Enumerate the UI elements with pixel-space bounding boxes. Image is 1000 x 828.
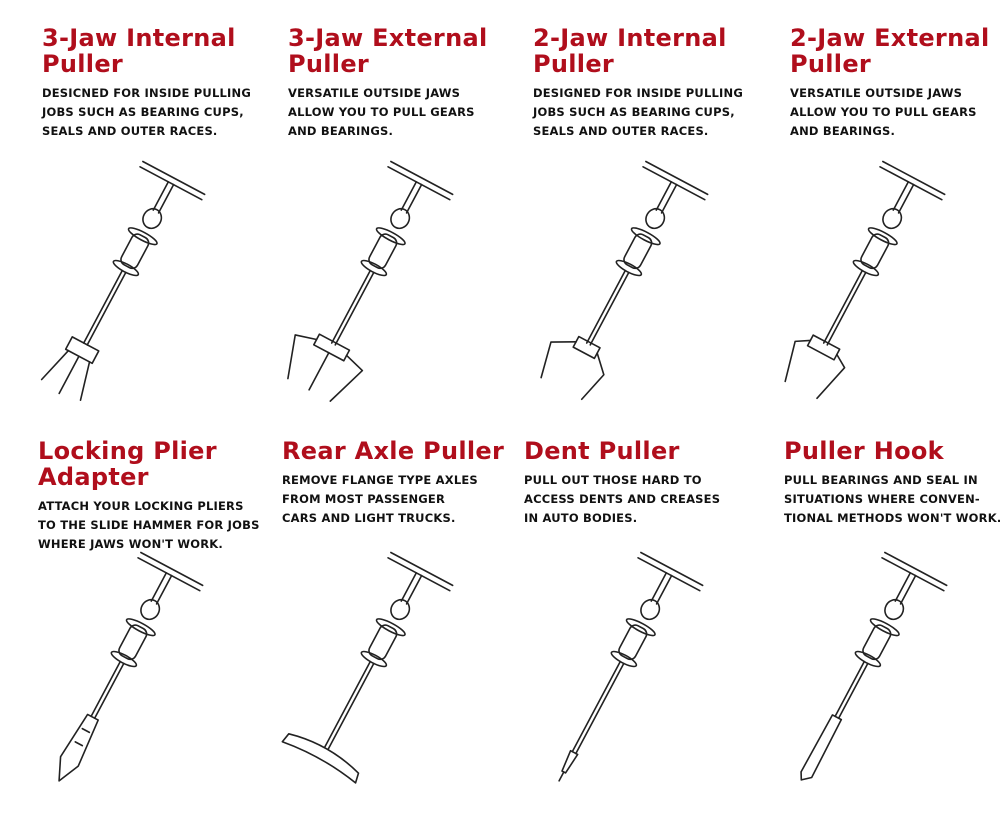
tool-title: Dent Puller: [524, 437, 680, 465]
tool-title: Puller Hook: [784, 437, 944, 465]
two-jaw-internal-puller-icon: [523, 155, 763, 415]
puller-hook-icon: [762, 546, 1000, 806]
tool-title: 2-Jaw External Puller: [790, 24, 990, 78]
tool-description: Designed for inside pulling jobs such as…: [533, 86, 743, 138]
three-jaw-external-puller-icon: [268, 155, 508, 415]
three-jaw-internal-puller-icon: [20, 155, 260, 415]
dent-puller-icon: [518, 546, 758, 806]
tool-description: Desicned for inside pulling jobs such as…: [42, 86, 251, 138]
card-locking-plier-adapter: Locking Plier Adapter Attach your lockin…: [38, 438, 278, 828]
card-dent-puller: Dent Puller Pull out those hard to acces…: [524, 438, 764, 828]
tool-description: Attach your locking pliers to the slide …: [38, 499, 260, 551]
two-jaw-external-puller-icon: [760, 155, 1000, 415]
tool-title: 3-Jaw External Puller: [288, 24, 488, 78]
tool-description: Pull out those hard to access dents and …: [524, 473, 721, 525]
tool-title: Locking Plier Adapter: [38, 437, 217, 491]
tool-description: Pull bearings and seal in situations whe…: [784, 473, 1000, 525]
card-2-jaw-external-puller: 2-Jaw External Puller Versatile outside …: [784, 24, 1000, 415]
locking-plier-adapter-icon: [18, 546, 258, 806]
rear-axle-puller-icon: [268, 546, 508, 806]
tool-grid: 3-Jaw Internal Puller Desicned for insid…: [38, 24, 1000, 784]
tool-title: 2-Jaw Internal Puller: [533, 24, 727, 78]
tool-description: Versatile outside jaws allow you to pull…: [790, 86, 977, 138]
tool-title: Rear Axle Puller: [282, 437, 505, 465]
tool-title: 3-Jaw Internal Puller: [42, 24, 236, 78]
card-3-jaw-external-puller: 3-Jaw External Puller Versatile outside …: [287, 24, 528, 415]
card-puller-hook: Puller Hook Pull bearings and seal in si…: [784, 438, 1000, 828]
card-rear-axle-puller: Rear Axle Puller Remove flange type axle…: [281, 437, 522, 828]
card-3-jaw-internal-puller: 3-Jaw Internal Puller Desicned for insid…: [40, 24, 282, 415]
tool-description: Remove flange type axles from most passe…: [282, 473, 478, 525]
tool-description: Versatile outside jaws allow you to pull…: [288, 86, 475, 138]
card-2-jaw-internal-puller: 2-Jaw Internal Puller Designed for insid…: [533, 25, 773, 415]
